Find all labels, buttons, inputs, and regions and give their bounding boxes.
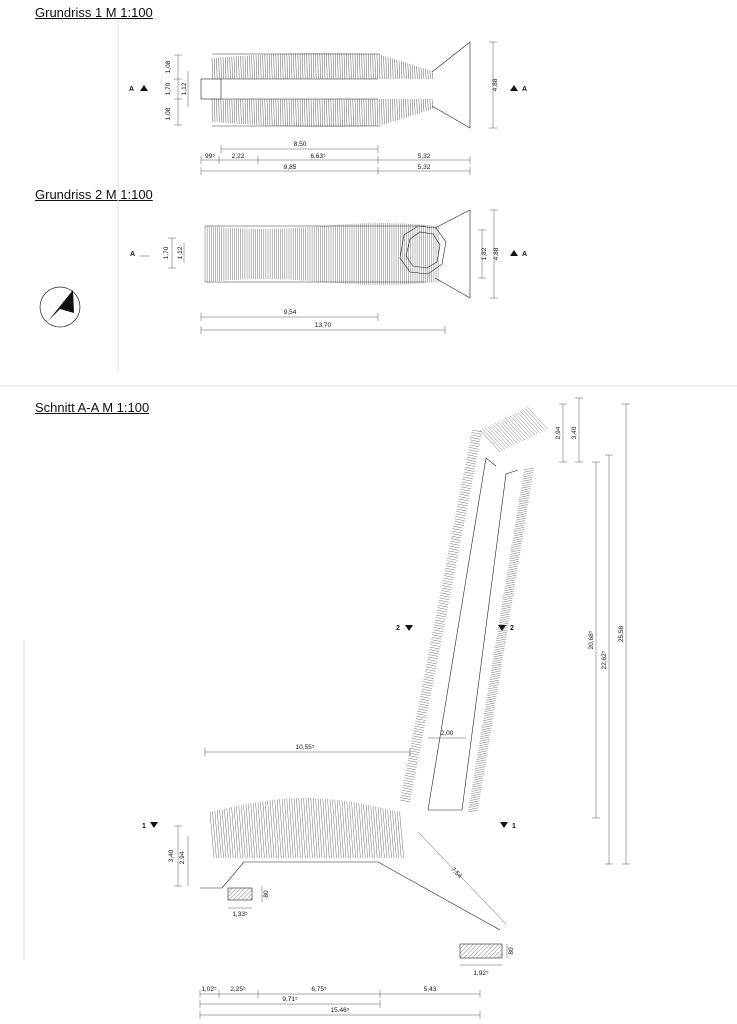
section-dim-foot-left: 1,33⁵ [232,911,248,918]
plan2-tube-outline [204,223,439,285]
plan1-dim-left-1: 1,08 [165,60,172,73]
section-dim-left-2: 2,94 [179,851,186,864]
plan1-drawing: 1,08 1,70 1,12 1,08 4,88 A A 8,50 99⁵ 2,… [129,41,527,175]
plan2-heading: Grundriss 2 M 1:100 [35,187,153,202]
plan1-dim-right: 4,88 [492,78,499,91]
plan1-tube-outline [211,52,433,128]
plan1-dim-left-3: 1,12 [181,82,188,95]
section-support-line [200,861,501,931]
plan2-dim-left-2: 1,12 [177,246,184,259]
section-dim-row-4: 5,43 [424,986,437,993]
section-dim-row-1: 1,02⁵ [201,986,217,993]
plan1-dim-row-2: 2,22 [232,153,245,160]
section-dim-right-1: 20,68⁵ [588,630,595,649]
plan1-dim-total-left: 9,85 [284,164,297,171]
north-arrow-icon [39,286,81,328]
plan1-dim-left-2: 1,70 [165,82,172,95]
plan2-drawing: 1,70 1,12 1,82 4,88 A A 9,54 13,70 [39,209,527,334]
section-heading: Schnitt A-A M 1:100 [35,400,150,415]
plan2-hexagon-inner [405,231,441,269]
section-dim-foot-small: 80 [263,890,270,898]
section-level-1-left: 1 [142,823,146,830]
plan1-dim-row-3: 6,63⁵ [310,153,326,160]
plan1-dim-bottom-top: 8,50 [294,141,307,148]
plan1-heading: Grundriss 1 M 1:100 [35,5,153,20]
section-dim-top-1: 2,94 [555,426,562,439]
plan1-dim-row-1: 99⁵ [205,153,215,160]
section-dim-upper-width: 2,00 [441,730,454,737]
section-foot-left [227,887,253,901]
section-tube-hatching [209,407,548,859]
section-drawing: 2,94 3,40 20,68⁵ 22,62⁵ 25,58 2 2 1 1 2,… [142,397,630,1019]
section-dim-right-2: 22,62⁵ [601,650,608,669]
section-dim-top-2: 3,40 [571,426,578,439]
section-dim-left-1: 3,40 [168,849,175,862]
section-level-2-right: 2 [510,625,514,632]
section-dim-row-2: 2,25⁵ [230,986,246,993]
section-inner-channel [427,457,497,811]
plan1-dim-left-4: 1,08 [165,107,172,120]
plan2-dim-right-1: 1,82 [481,247,488,260]
section-level-2-left: 2 [396,625,400,632]
section-dim-foot-right: 1,92⁵ [473,970,489,977]
plan2-dim-right-2: 4,88 [493,247,500,260]
section-dim-row-3: 6,75⁵ [311,986,327,993]
plan2-section-mark-left: A [130,251,135,258]
section-level-1-right: 1 [512,823,516,830]
section-foot-right [459,943,503,959]
plan2-hexagon-outer [399,225,447,275]
section-dim-mid: 9,71⁵ [282,996,298,1003]
plan2-dim-left-1: 1,70 [163,246,170,259]
plan1-fan-outline [431,41,471,129]
section-dim-foot-right-height: 80 [508,947,515,955]
plan1-dim-total-right: 5,32 [418,164,431,171]
plan2-dim-total: 13,70 [315,322,332,329]
section-dim-diagonal: 7,54 [449,866,463,880]
plan1-dim-row-4: 5,32 [418,153,431,160]
section-dim-right-3: 25,58 [618,625,625,642]
plan2-dim-bottom-top: 9,54 [284,309,297,316]
plan1-entry-box [200,78,222,100]
section-dim-total: 15,46⁵ [331,1007,350,1014]
section-dim-span: 10,55⁵ [296,744,315,751]
plan1-section-mark-left: A [129,86,134,93]
plan2-section-mark-right: A [522,251,527,258]
plan1-section-mark-right: A [522,86,527,93]
plan2-fan-outline [434,209,471,299]
